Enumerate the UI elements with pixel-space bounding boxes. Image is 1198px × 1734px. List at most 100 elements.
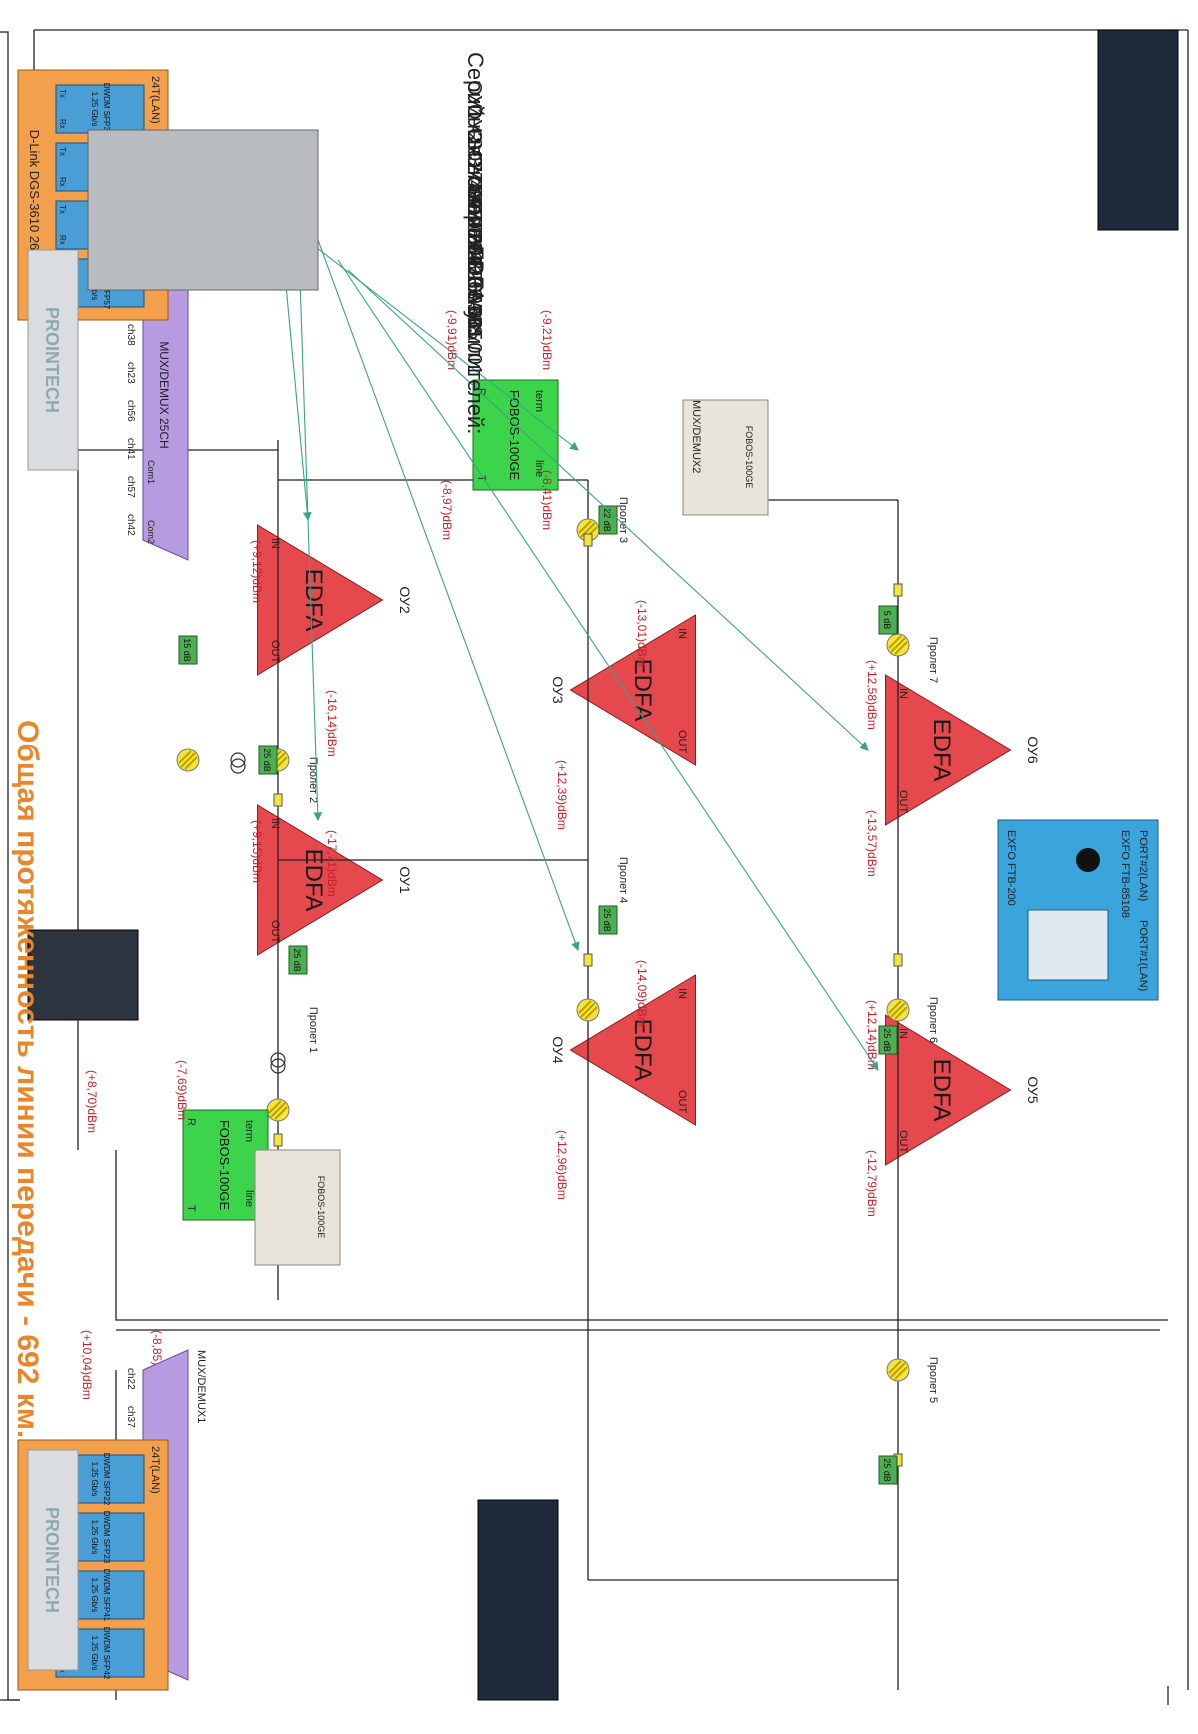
fobos-r-label: R [475, 388, 487, 396]
attenuator [288, 945, 308, 975]
edfa-in-label: IN [676, 628, 688, 639]
edfa-in-label: IN [269, 538, 281, 549]
sfp-name: DWDM SFP42 [102, 1627, 111, 1680]
switch-photo-1 [1097, 29, 1179, 231]
sfp-name: DWDM SFP23 [102, 1511, 111, 1564]
serial-line-4: ОУ4 - S0509133.001 [463, 152, 485, 339]
power-oy4-out: (+12,96)dBm [555, 1130, 569, 1200]
power-oy4-in: (-14,09)dBm [635, 960, 649, 1027]
edfa-in-label: IN [269, 818, 281, 829]
attenuator [878, 1025, 898, 1055]
mux-com1: Com1 [146, 460, 156, 484]
mux-channel-ch38: ch38 [125, 324, 136, 346]
edfa-label: EDFA [629, 659, 656, 722]
fobos-photo-caption: FOBOS-100GE [744, 426, 754, 489]
reference-arrow [317, 239, 580, 952]
edfa-out-label: OUT [676, 730, 688, 754]
connector-icon [583, 533, 593, 547]
serial-numbers: Серийные номера EDFA-усилителей: ОУ1 - S… [463, 52, 702, 473]
power-oy1-in: (-17,71)dBm [325, 830, 339, 897]
fobos-t-label: T [185, 1205, 197, 1212]
edfa-label: EDFA [629, 1019, 656, 1082]
amplifier-label-oy5: ОУ5 [1025, 1076, 1041, 1103]
serial-line-1: ОУ1 - S0775610.001 [463, 80, 485, 267]
power-fobos1-com2: (+10,04)dBm [80, 1330, 94, 1400]
mux-channel-ch56: ch56 [125, 400, 136, 422]
edfa-out-label: OUT [269, 920, 281, 944]
power-oy3-out: (+12,39)dBm [555, 760, 569, 830]
serial-line-2: ОУ2 - 27-BFD721 [463, 104, 485, 263]
amplifier-label-oy4: ОУ4 [550, 1036, 566, 1063]
sfp-rate: 1.25 Gb/s [90, 1578, 99, 1613]
edfa-amplifier-oy5 [885, 1014, 1012, 1166]
edfa-label: EDFA [928, 1059, 955, 1122]
brand-logo: PROINTECH [42, 307, 62, 413]
connector-icon [273, 793, 283, 807]
sfp-rate: 1.25 Gb/s [90, 1520, 99, 1555]
fobos-line-label: line [533, 460, 545, 477]
power-fobos2-t: (-8,41)dBm [540, 470, 554, 530]
fobos-term-label: term [533, 390, 545, 412]
power-oy1-out: (+9,15)dBm [250, 820, 264, 883]
fobos-line-label: line [243, 1190, 255, 1207]
reference-arrow [297, 219, 323, 822]
exfo-model2: EXFO FTB-200 [1005, 830, 1017, 906]
mux-name: MUX/DEMUX 25CH [157, 341, 171, 448]
sfp-rx: Rx [58, 119, 67, 129]
exfo-screen [1027, 909, 1109, 981]
fobos-name: FOBOS-100GE [217, 1120, 232, 1211]
attenuator [598, 505, 618, 535]
reference-arrow [337, 259, 879, 1071]
span-label-5: Пролет 5 [927, 1357, 939, 1403]
sfp-name: DWDM SFP22 [102, 1453, 111, 1506]
amplifier-label-oy1: ОУ1 [397, 866, 413, 893]
attenuator-label: 5 dB [882, 611, 892, 630]
sfp-rx: Rx [58, 177, 67, 187]
edfa-in-label: IN [897, 1028, 909, 1039]
serial-line-6: ОУ6 - B265398.001 [463, 200, 485, 376]
fobos-term-label: term [243, 1120, 255, 1142]
power-fobos1-t: (+8,70)dBm [85, 1070, 99, 1133]
attenuator-label: 15 dB [182, 638, 192, 662]
edfa-out-label: OUT [676, 1090, 688, 1114]
edfa-label: EDFA [300, 849, 327, 912]
attenuator [598, 905, 618, 935]
mux-channel-ch42: ch42 [125, 514, 136, 536]
serial-line-3: ОУ3 - S0772647.001 [463, 128, 485, 315]
tester-photo [27, 929, 139, 1021]
reference-arrow [267, 209, 579, 451]
sfp-rx: Rx [58, 235, 67, 245]
power-oy5-in: (-12,79)dBm [865, 1150, 879, 1217]
mux-com2: Com2 [146, 520, 156, 544]
sfp-tx: Tx [58, 89, 67, 98]
edfa-out-label: OUT [269, 640, 281, 664]
power-oy2-in: (-16,14)dBm [325, 690, 339, 757]
attenuator-label: 25 dB [602, 908, 612, 932]
exfo-model1: EXFO FTB-85108 [1119, 830, 1131, 918]
attenuator [878, 605, 898, 635]
total-length: Общая протяженность линии передачи - 692… [11, 720, 44, 1438]
power-fobos1-r: (-7,69)dBm [175, 1060, 189, 1120]
fobos-name: FOBOS-100GE [507, 390, 522, 481]
span-label-7: Пролет 7 [927, 637, 939, 683]
power-fobos2-r: (-8,97)dBm [440, 480, 454, 540]
fiber-coil-icon [270, 1052, 286, 1068]
fobos-photo-caption: FOBOS-100GE [316, 1176, 326, 1239]
switch-port: 24T(LAN) [149, 1446, 161, 1494]
reference-arrow [347, 269, 869, 751]
amplifier-label-oy2: ОУ2 [397, 586, 413, 613]
connector-icon [273, 1133, 283, 1147]
mux-channel-ch22: ch22 [125, 1368, 136, 1390]
mux-channel-ch23: ch23 [125, 362, 136, 384]
span-label-3: Пролет 3 [617, 497, 629, 543]
attenuator-label: 25 dB [882, 1028, 892, 1052]
sfp-module-dwdm-sfp37 [55, 84, 145, 134]
fiber-coil-icon [230, 752, 246, 768]
attenuator [178, 635, 198, 665]
connector-icon [583, 953, 593, 967]
amplifier-label-oy6: ОУ6 [1025, 736, 1041, 763]
brand-logo: PROINTECH [42, 1507, 62, 1613]
fobos-t-label: T [475, 475, 487, 482]
exfo-knob-icon [1076, 848, 1100, 872]
